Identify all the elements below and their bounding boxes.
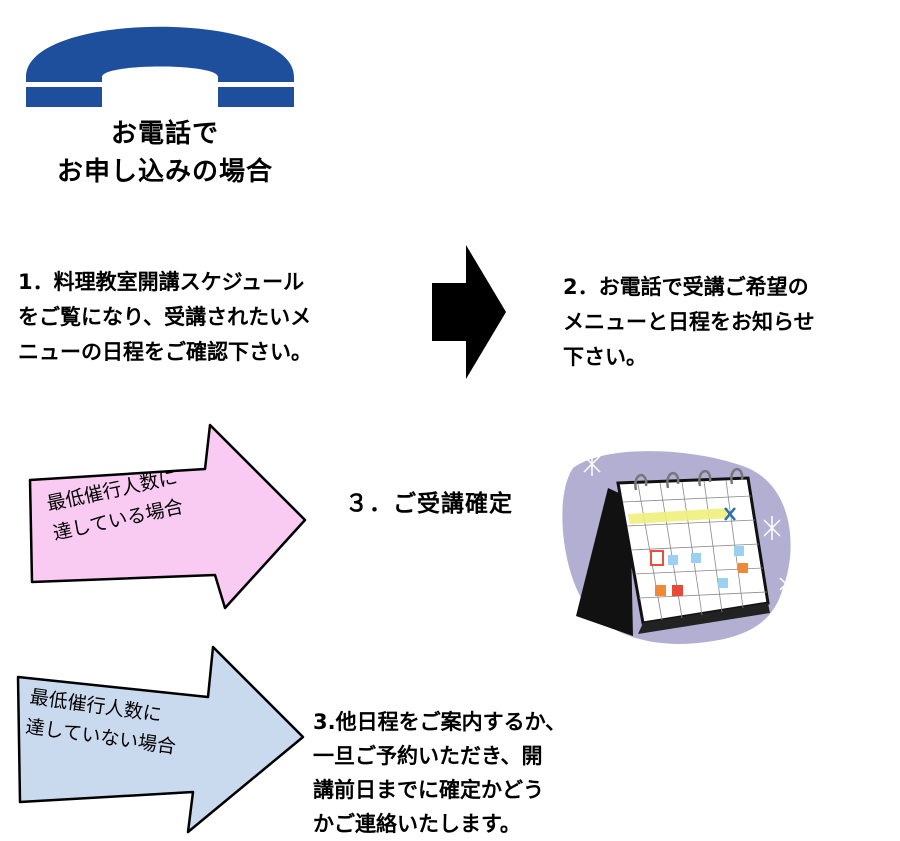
step-1-line: をご覧になり、受講されたいメ: [18, 305, 312, 329]
pink-arrow-shape: [28, 423, 307, 610]
desk-calendar-icon: [562, 451, 793, 644]
step-3-alt-line: 3.他日程をご案内するか、: [313, 710, 567, 734]
step-2-line: メニューと日程をお知らせ: [563, 310, 815, 334]
step-3-alt-text: 3.他日程をご案内するか、 一旦ご予約いただき、開 講前日までに確定かどう かご…: [313, 705, 653, 841]
step-3-label: ３．ご受講確定: [345, 491, 513, 517]
step-3-alt-line: 講前日までに確定かどう: [313, 778, 544, 802]
step-2-text: 2．お電話で受講ご希望の メニューと日程をお知らせ 下さい。: [563, 270, 900, 375]
title-line: お申し込みの場合: [56, 157, 273, 187]
phone-handset-icon: [26, 26, 294, 107]
step-3-alt-line: 一旦ご予約いただき、開: [313, 744, 543, 768]
step-1-line: 1．料理教室開講スケジュール: [18, 270, 305, 294]
step-1-line: ニューの日程をご確認下さい。: [18, 340, 312, 364]
blue-arrow: 最低催行人数に 達していない場合: [8, 642, 318, 839]
step-1-text: 1．料理教室開講スケジュール をご覧になり、受講されたいメ ニューの日程をご確認…: [18, 265, 398, 370]
pink-arrow: 最低催行人数に 達している場合: [20, 420, 320, 615]
step-2-line: 下さい。: [563, 345, 647, 369]
step-2-line: 2．お電話で受講ご希望の: [563, 275, 809, 299]
step-3-alt-line: かご連絡いたします。: [313, 812, 521, 836]
page-title: お電話で お申し込みの場合: [40, 115, 290, 191]
title-line: お電話で: [110, 119, 219, 149]
right-arrow-icon: [432, 245, 506, 379]
blue-arrow-shape: [16, 645, 305, 834]
